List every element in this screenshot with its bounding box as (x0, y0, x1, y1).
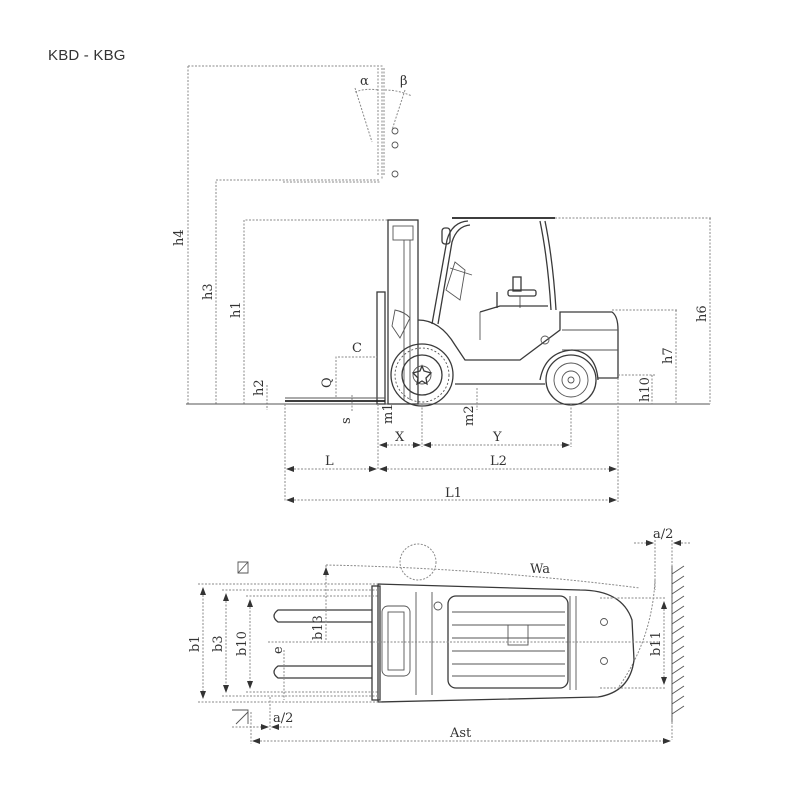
length-dimensions: X Y L L2 L1 (284, 378, 619, 503)
mast (285, 219, 419, 405)
a-half-bottom-dimension: a/2 (232, 697, 293, 730)
clearance-dimensions: s m1 m2 (339, 388, 478, 426)
L1-label: L1 (445, 486, 462, 501)
load-center-dimension: C Q (320, 341, 377, 397)
alpha-label: α (360, 74, 369, 89)
h7-dimension: h7 (612, 309, 678, 404)
h3-label: h3 (201, 283, 216, 300)
seat-and-steering (445, 261, 537, 308)
h6-label: h6 (695, 305, 710, 322)
b3-dimension: b3 (211, 589, 378, 697)
Wa-label: Wa (530, 562, 550, 577)
h4-label: h4 (172, 229, 187, 246)
h3-dimension: h3 (201, 179, 380, 404)
s-label: s (339, 417, 354, 424)
b1-dimension: b1 (188, 583, 378, 703)
beta-label: β (400, 74, 408, 89)
e-label: e (271, 646, 286, 654)
h10-label: h10 (638, 377, 653, 402)
b10-label: b10 (235, 631, 250, 656)
b10-dimension: b10 (235, 595, 378, 693)
a-half-top-label: a/2 (653, 527, 673, 542)
truck-body (391, 305, 619, 385)
Ast-dimension: Ast (250, 712, 671, 744)
m2-label: m2 (462, 405, 477, 426)
b1-label: b1 (188, 635, 203, 652)
h1-dimension: h1 (229, 219, 388, 404)
b11-label: b11 (649, 631, 664, 656)
rear-wheel (539, 349, 599, 406)
chassis-top (371, 583, 635, 703)
h2-dimension: h2 (252, 379, 268, 410)
top-view: Wa a/2 (188, 527, 690, 744)
L2-label: L2 (490, 454, 507, 469)
h6-dimension: h6 (555, 217, 712, 404)
h4-dimension: h4 (172, 65, 383, 404)
tilted-mast-sketch: α β (283, 68, 413, 183)
a-half-bottom-label: a/2 (273, 711, 293, 726)
m1-label: m1 (381, 403, 396, 424)
X-label: X (395, 430, 405, 445)
b13-dimension: b13 (311, 567, 329, 640)
forks (273, 609, 372, 679)
overhead-guard (431, 217, 557, 325)
Q-label: Q (320, 377, 335, 388)
b3-label: b3 (211, 635, 226, 652)
Ast-label: Ast (449, 726, 472, 741)
pallet-corner-top-icon (237, 561, 249, 574)
h2-label: h2 (252, 379, 267, 396)
h10-dimension: h10 (618, 374, 655, 404)
h1-label: h1 (229, 301, 244, 318)
pallet-corner-bottom-icon (232, 709, 249, 725)
e-dimension: e (271, 646, 286, 700)
b13-label: b13 (311, 615, 326, 640)
front-wheel (390, 343, 454, 407)
b11-dimension: b11 (600, 597, 667, 689)
Y-label: Y (492, 430, 502, 445)
side-view: h4 h3 h1 h2 α β (172, 65, 712, 503)
L-label: L (325, 454, 334, 469)
wall-hatch (671, 565, 685, 722)
h7-label: h7 (661, 347, 676, 364)
C-label: C (352, 341, 362, 356)
drawing-title: KBD - KBG (48, 47, 126, 64)
